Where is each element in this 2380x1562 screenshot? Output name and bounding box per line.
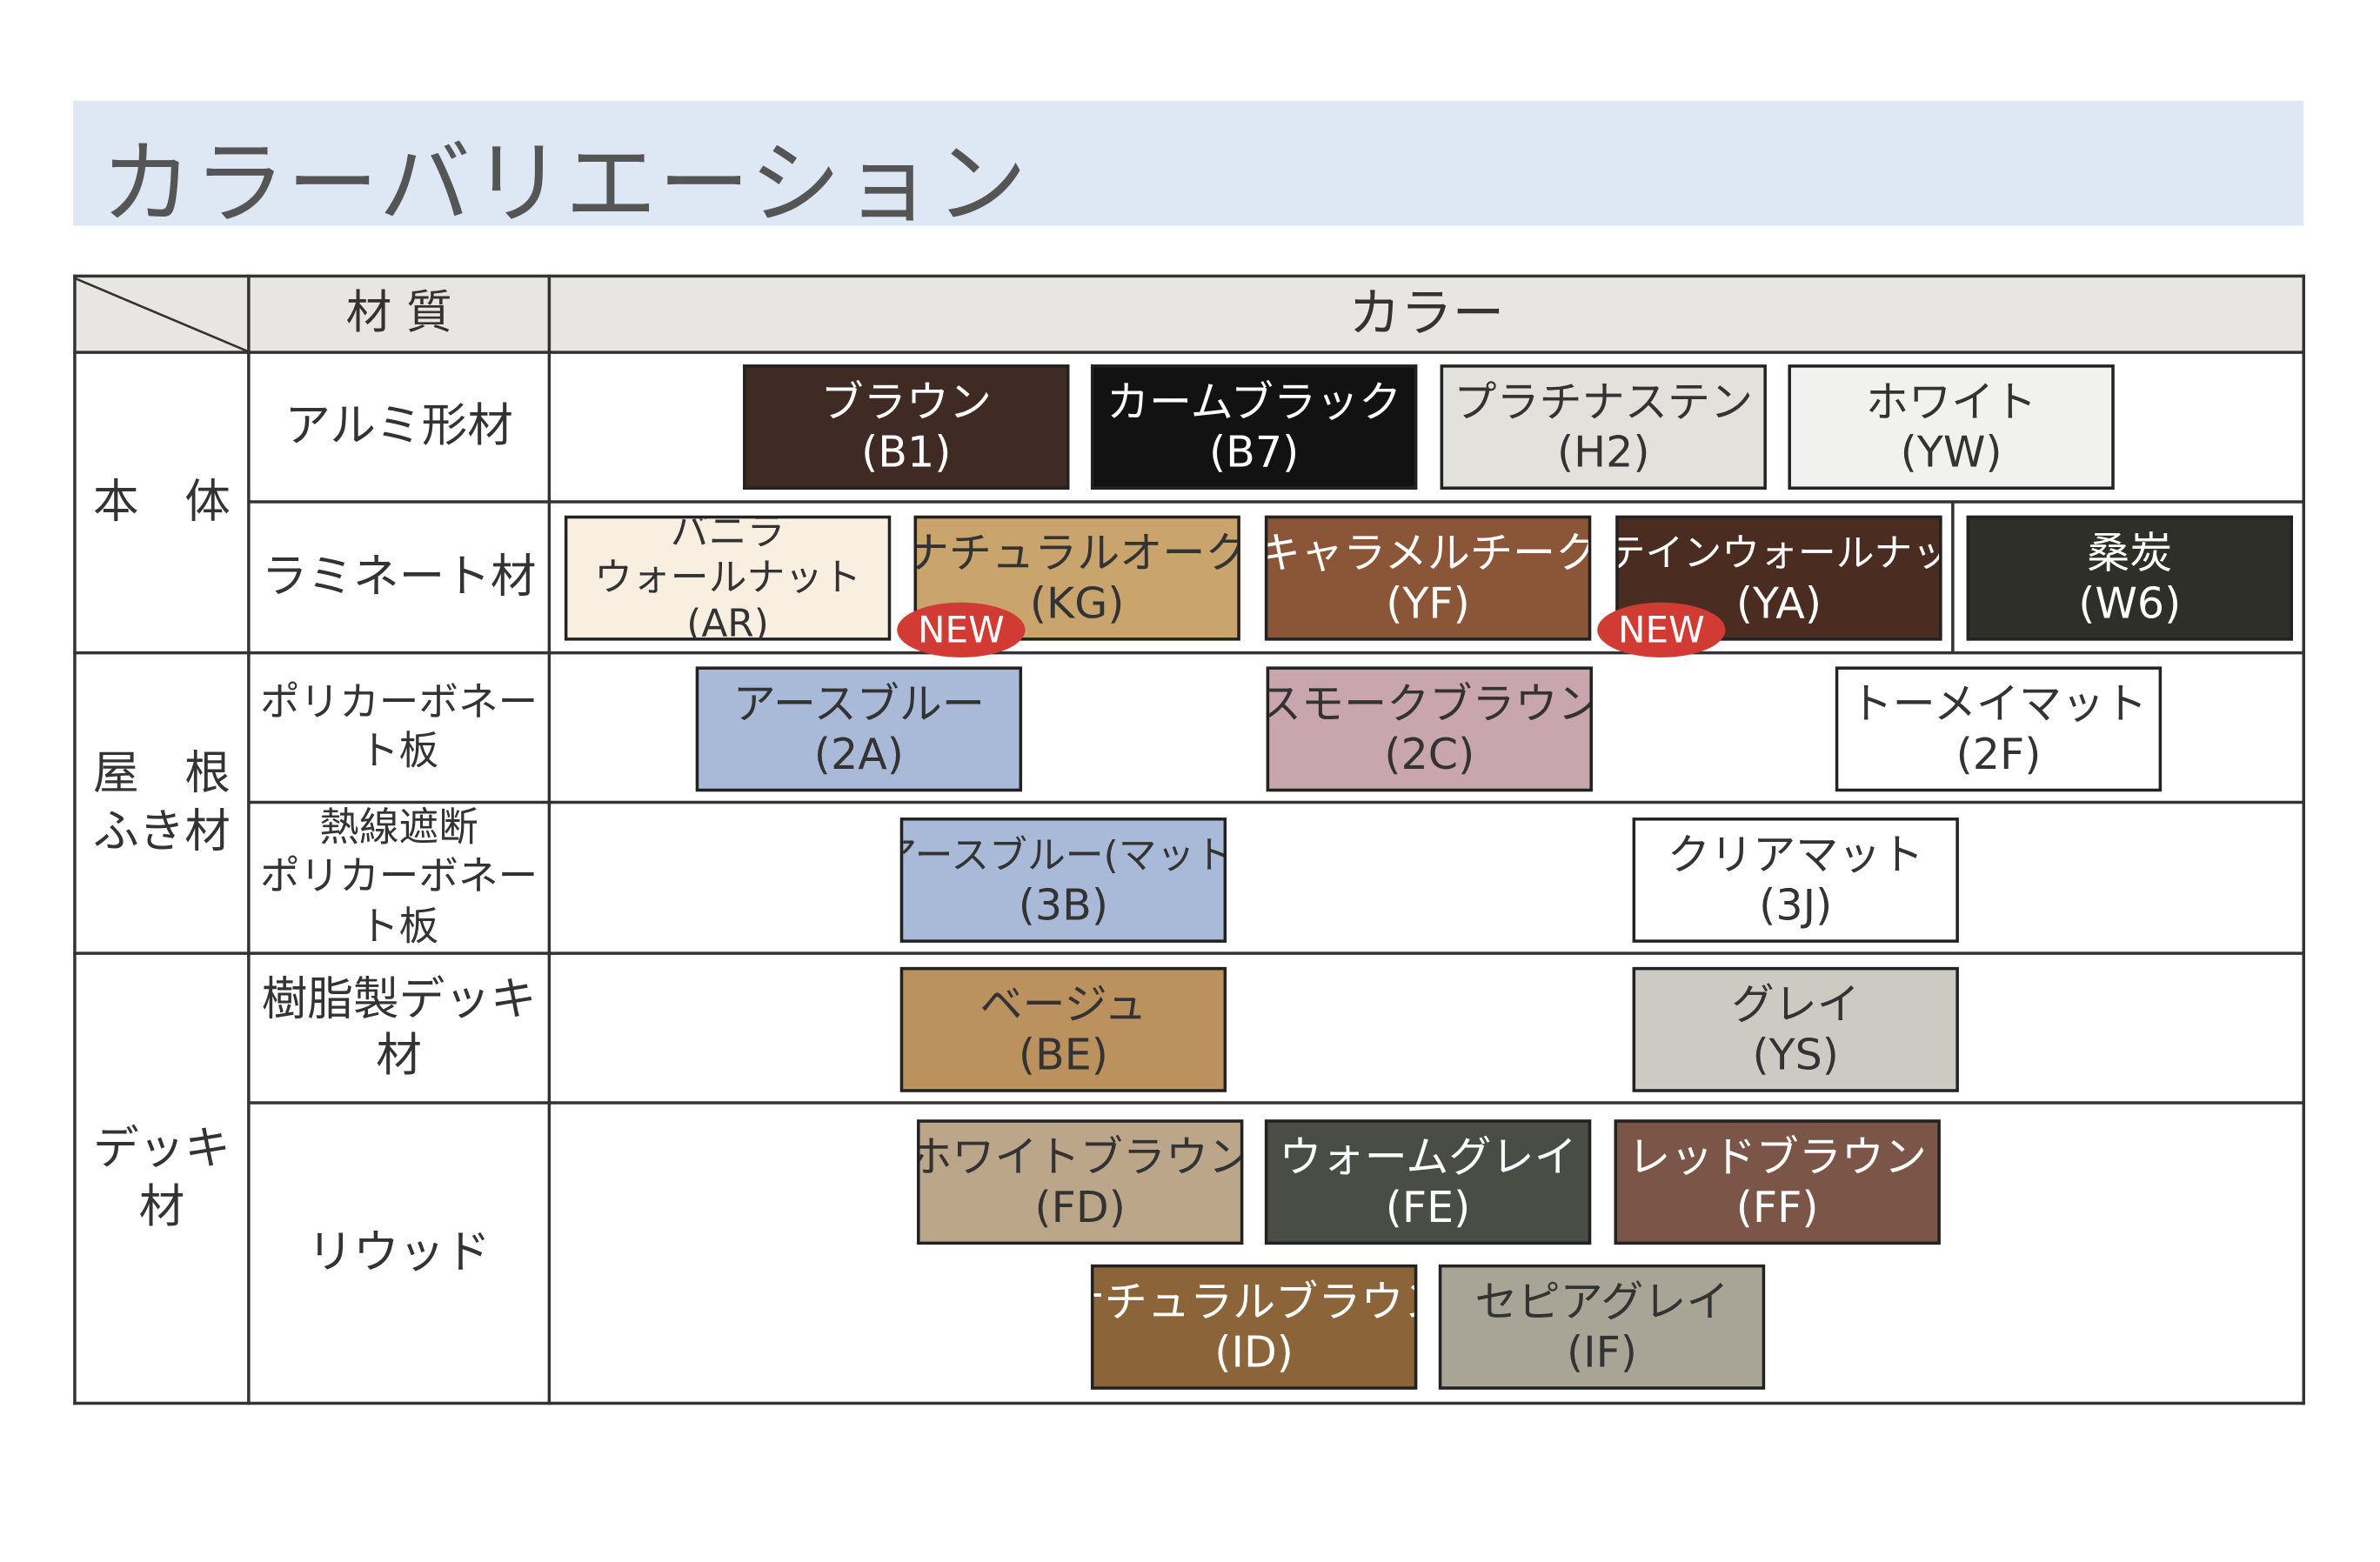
swatch-if: セピアグレイ(IF) [1438, 1264, 1766, 1390]
material-resin-deck: 樹脂製デッキ材 [261, 972, 537, 1084]
swatch-name: レッドブラウン [1628, 1131, 1928, 1183]
swatch-name: 桑炭 [2087, 527, 2173, 578]
group-roof: 屋 根 ふき材 [92, 747, 231, 858]
swatch-yw: ホワイト(YW) [1788, 364, 2115, 490]
swatch-ys: グレイ(YS) [1632, 966, 1959, 1092]
new-badge: NEW [1597, 602, 1726, 658]
swatch-name: プラチナステン [1454, 377, 1754, 428]
group-deck: デッキ材 [92, 1122, 231, 1233]
title-bar: カラーバリエーション [73, 100, 2304, 238]
swatch-code: (IF) [1566, 1326, 1638, 1378]
swatch-name: ホワイトブラウン [917, 1131, 1244, 1183]
material-heat-shield-polycarbonate: 熱線遮断 ポリカーボネート板 [259, 804, 538, 951]
divider [73, 651, 2305, 655]
divider [248, 800, 2305, 804]
swatch-code: (3B) [1018, 879, 1109, 931]
swatch-2a: アースブルー(2A) [695, 666, 1023, 792]
swatch-2c: スモークブラウン(2C) [1266, 666, 1593, 792]
swatch-name: ベージュ [979, 978, 1147, 1030]
swatch-code: (2A) [813, 729, 904, 780]
swatch-name: ホワイト [1865, 377, 2037, 428]
swatch-name: キャラメルチーク [1264, 527, 1592, 578]
swatch-code: (H2) [1556, 427, 1650, 477]
swatch-yf: キャラメルチーク(YF) [1264, 515, 1592, 641]
divider [73, 1401, 2305, 1405]
swatch-name: ナチュラルブラウン [1093, 1276, 1414, 1327]
swatch-name: スモークブラウン [1266, 678, 1593, 730]
swatch-code: (FE) [1385, 1182, 1471, 1233]
swatch-code: (KG) [1029, 577, 1125, 629]
swatch-name: ナチュラルオーク [913, 527, 1240, 578]
divider [73, 350, 2305, 354]
swatch-name: グレイ [1731, 978, 1860, 1030]
swatch-code: (YS) [1752, 1029, 1839, 1080]
swatch-code: (YF) [1386, 577, 1470, 629]
swatch-code: (ID) [1214, 1326, 1294, 1378]
material-rewood: リウッド [307, 1225, 491, 1279]
divider [73, 274, 2305, 278]
swatch-code: (2C) [1384, 729, 1475, 780]
swatch-ar: バニラ ウォールナット(AR) [564, 515, 892, 641]
page-title: カラーバリエーション [100, 130, 1029, 238]
table-header-bg [74, 277, 2303, 353]
swatch-name: セピアグレイ [1474, 1276, 1729, 1327]
material-polycarbonate: ポリカーボネート板 [259, 679, 538, 775]
swatch-code: (2F) [1955, 729, 2042, 780]
swatch-code: (3J) [1759, 879, 1833, 931]
swatch-ff: レッドブラウン(FF) [1614, 1119, 1941, 1245]
swatch-name: ステインウォールナット [1619, 531, 1939, 576]
diagonal-corner [73, 276, 251, 353]
divider [1951, 502, 1955, 653]
swatch-id: ナチュラルブラウン(ID) [1090, 1264, 1418, 1390]
swatch-code: (B1) [861, 427, 952, 477]
swatch-fe: ウォームグレイ(FE) [1264, 1119, 1592, 1245]
swatch-code: (FF) [1735, 1182, 1819, 1233]
swatch-name: アースブルー(マット) [903, 832, 1223, 878]
group-body: 本 体 [92, 475, 231, 530]
divider [73, 274, 77, 1405]
new-badge: NEW [897, 602, 1026, 658]
swatch-b7: カームブラック(B7) [1090, 364, 1418, 490]
divider [2302, 274, 2305, 1405]
header-color: カラー [1348, 283, 1505, 344]
swatch-b1: ブラウン(B1) [743, 364, 1070, 490]
swatch-code: (FD) [1034, 1182, 1126, 1233]
divider [248, 500, 2305, 504]
swatch-3b: アースブルー(マット)(3B) [899, 818, 1227, 943]
swatch-name: クリアマット [1667, 830, 1924, 880]
material-laminate: ラミネート材 [261, 550, 537, 604]
swatch-name: ブラウン [820, 377, 992, 428]
divider [247, 274, 251, 1405]
swatch-name: アースブルー [732, 678, 985, 730]
swatch-code: (W6) [2078, 577, 2182, 629]
header-material: 材 質 [345, 287, 452, 341]
divider [547, 274, 552, 1405]
swatch-h2: プラチナステン(H2) [1440, 364, 1767, 490]
swatch-3j: クリアマット(3J) [1632, 818, 1959, 943]
swatch-name: トーメイマット [1849, 678, 2148, 730]
swatch-code: (YW) [1900, 427, 2002, 477]
swatch-fd: ホワイトブラウン(FD) [917, 1119, 1244, 1245]
swatch-w6: 桑炭(W6) [1966, 515, 2293, 641]
swatch-be: ベージュ(BE) [899, 966, 1227, 1092]
swatch-kg: ナチュラルオーク(KG) [913, 515, 1240, 641]
swatch-code: (YA) [1735, 577, 1822, 629]
divider [248, 1101, 2305, 1105]
swatch-code: (BE) [1018, 1029, 1108, 1080]
swatch-2f: トーメイマット(2F) [1835, 666, 2163, 792]
swatch-name: カームブラック [1106, 377, 1402, 428]
swatch-name: ウォームグレイ [1279, 1131, 1577, 1183]
divider [73, 951, 2305, 955]
swatch-code: (B7) [1208, 427, 1300, 477]
swatch-name: バニラ ウォールナット(AR) [594, 515, 862, 641]
material-aluminum: アルミ形材 [284, 399, 513, 454]
